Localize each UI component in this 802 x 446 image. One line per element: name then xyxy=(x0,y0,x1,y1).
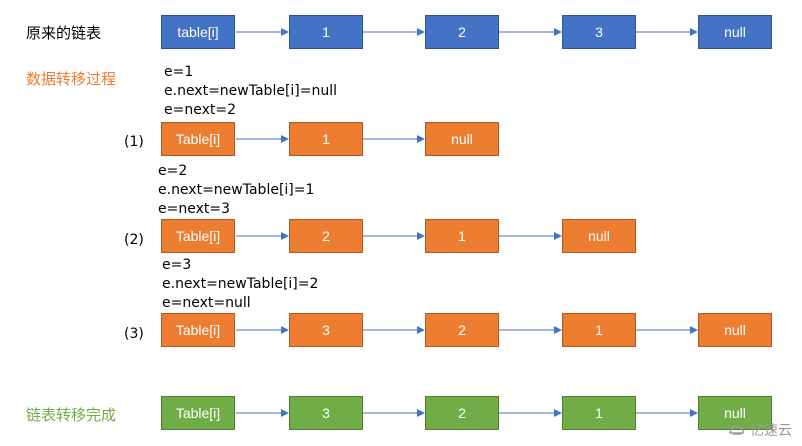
watermark-text: 亿速云 xyxy=(750,423,792,439)
step-3-index: (3) xyxy=(124,326,144,342)
step-1-node: null xyxy=(425,122,499,156)
step-2-node: 2 xyxy=(289,219,363,253)
process-label: 数据转移过程 xyxy=(26,70,117,88)
yisu-cloud-logo-icon xyxy=(729,425,744,435)
step-3-node: null xyxy=(698,313,772,347)
step-1-index: (1) xyxy=(124,134,144,150)
final-node: 1 xyxy=(562,396,636,430)
original-node: 1 xyxy=(289,15,363,49)
step-2-node: null xyxy=(562,219,636,253)
step-2-node: 1 xyxy=(425,219,499,253)
original-list-label: 原来的链表 xyxy=(26,24,102,42)
original-node: 3 xyxy=(562,15,636,49)
step-1-node: 1 xyxy=(289,122,363,156)
step-2-node: Table[i] xyxy=(161,219,235,253)
step-1-node: Table[i] xyxy=(161,122,235,156)
step-2-notes: e=2 e.next=newTable[i]=1 e=next=3 xyxy=(158,162,314,219)
step-1-note-line: e=next=2 xyxy=(164,102,236,118)
step-3-node: 2 xyxy=(425,313,499,347)
final-node: 3 xyxy=(289,396,363,430)
step-3-note-line: e.next=newTable[i]=2 xyxy=(162,276,319,292)
step-2-index: (2) xyxy=(124,232,144,248)
step-1-note-line: e=1 xyxy=(164,64,194,80)
original-node: 2 xyxy=(425,15,499,49)
step-2-note-line: e=2 xyxy=(158,163,188,179)
step-1-notes: e=1 e.next=newTable[i]=null e=next=2 xyxy=(164,63,337,120)
step-3-note-line: e=3 xyxy=(162,257,192,273)
final-node: null xyxy=(698,396,772,430)
final-node: Table[i] xyxy=(161,396,235,430)
step-1-note-line: e.next=newTable[i]=null xyxy=(164,83,338,99)
final-node: 2 xyxy=(425,396,499,430)
step-2-note-line: e=next=3 xyxy=(158,201,230,217)
step-3-node: 1 xyxy=(562,313,636,347)
step-2-note-line: e.next=newTable[i]=1 xyxy=(158,182,315,198)
original-node: null xyxy=(698,15,772,49)
step-3-node: 3 xyxy=(289,313,363,347)
watermark: 亿速云 xyxy=(728,420,792,440)
step-3-note-line: e=next=null xyxy=(162,295,251,311)
final-list-label: 链表转移完成 xyxy=(26,406,117,424)
original-node: table[i] xyxy=(161,15,235,49)
step-3-notes: e=3 e.next=newTable[i]=2 e=next=null xyxy=(162,256,318,313)
step-3-node: Table[i] xyxy=(161,313,235,347)
